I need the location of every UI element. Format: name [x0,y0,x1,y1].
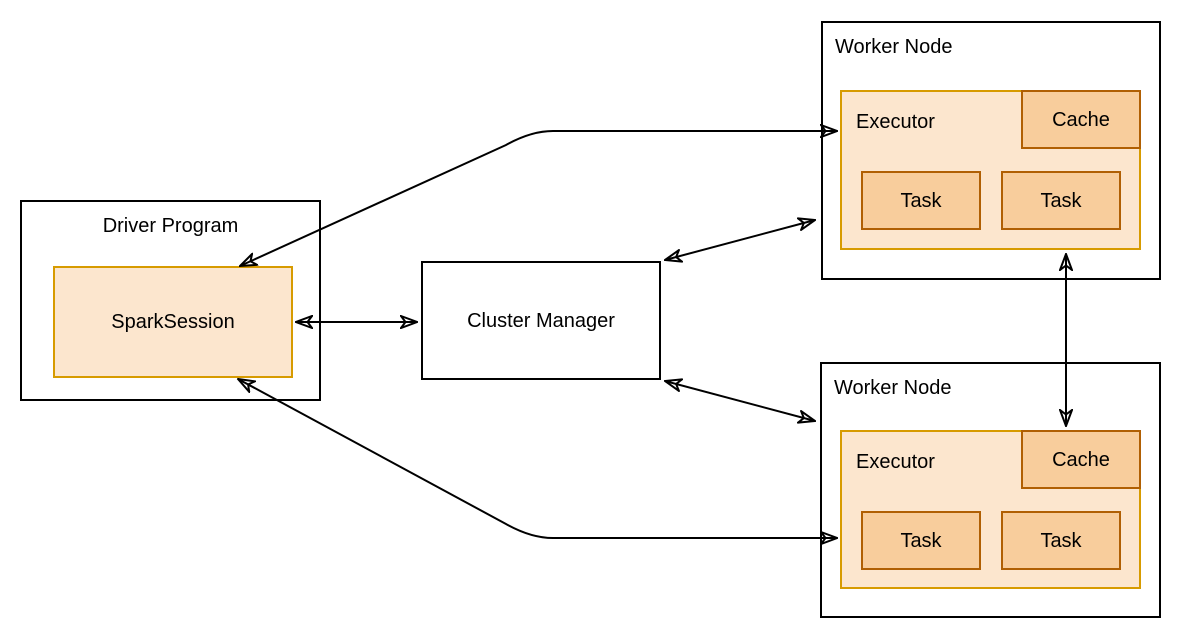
executor-2-box: Executor Cache Task Task [840,430,1141,589]
driver-program-label: Driver Program [102,215,239,237]
executor-2-label: Executor [856,451,935,473]
task-1a-label: Task [900,189,942,212]
task-1a-box: Task [861,171,981,230]
worker-node-2-box: Worker Node Executor Cache Task Task [820,362,1161,618]
executor-1-box: Executor Cache Task Task [840,90,1141,250]
arrow-clustermanager-workernode2 [665,381,815,421]
task-2a-label: Task [900,529,942,552]
task-1b-box: Task [1001,171,1121,230]
task-1b-label: Task [1040,189,1082,212]
task-2b-box: Task [1001,511,1121,570]
task-2a-box: Task [861,511,981,570]
worker-node-2-label: Worker Node [834,377,952,399]
cache-1-box: Cache [1021,90,1141,149]
arrow-clustermanager-workernode1 [665,220,815,260]
worker-node-1-box: Worker Node Executor Cache Task Task [821,21,1161,280]
cache-2-label: Cache [1052,448,1110,471]
cluster-manager-label: Cluster Manager [467,309,615,332]
executor-1-label: Executor [856,111,935,133]
spark-session-box: SparkSession [53,266,293,378]
cache-1-label: Cache [1052,108,1110,131]
worker-node-1-label: Worker Node [835,36,953,58]
spark-session-label: SparkSession [111,311,235,333]
cluster-manager-box: Cluster Manager [421,261,661,380]
cache-2-box: Cache [1021,430,1141,489]
task-2b-label: Task [1040,529,1082,552]
arrow-sparksession-executor1 [240,131,837,266]
arrow-sparksession-executor2 [238,379,837,538]
driver-program-box: Driver Program SparkSession [20,200,321,401]
